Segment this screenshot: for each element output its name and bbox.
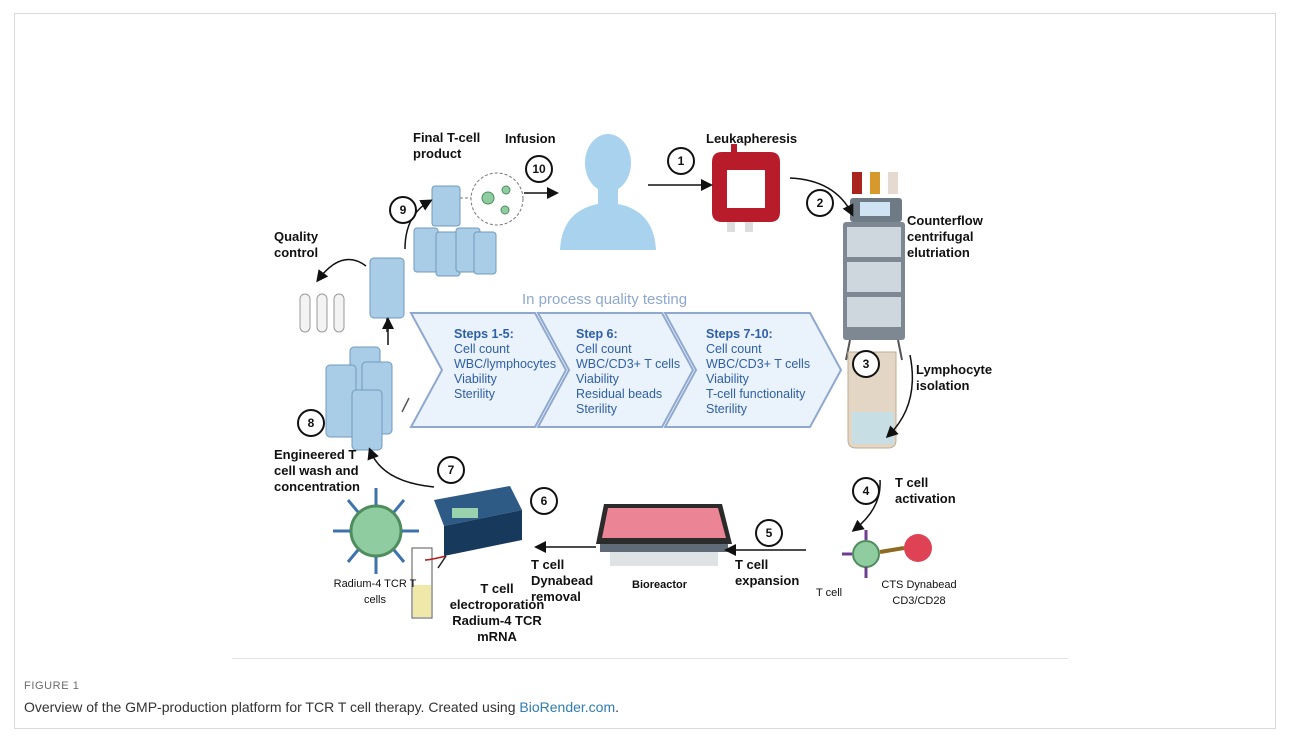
label-t-cell: T cell bbox=[816, 587, 843, 599]
qc-step-heading: Step 6: bbox=[576, 327, 618, 341]
step-number-8: 8 bbox=[297, 409, 325, 437]
step-number-4: 4 bbox=[852, 477, 880, 505]
qc-item: T-cell functionality bbox=[706, 387, 806, 401]
step-number-7: 7 bbox=[437, 456, 465, 484]
qc-step-6: Step 6: Cell count WBC/CD3+ T cells Viab… bbox=[576, 327, 680, 417]
step-number-5: 5 bbox=[755, 519, 783, 547]
figure-label: FIGURE 1 bbox=[24, 680, 80, 692]
label-lymphocyte-isolation: Lymphocyte isolation bbox=[916, 362, 993, 393]
electroporation-device bbox=[411, 486, 522, 619]
leukapheresis-bag bbox=[712, 144, 780, 232]
engineered-cell-bags bbox=[325, 346, 393, 451]
step-number-2: 2 bbox=[806, 189, 834, 217]
qc-step-heading: Steps 7-10: bbox=[706, 327, 773, 341]
qc-item: Sterility bbox=[454, 387, 495, 401]
label-t-cell-activation: T cell activation bbox=[895, 475, 956, 506]
label-bioreactor: Bioreactor bbox=[632, 579, 688, 591]
qc-item: Viability bbox=[576, 372, 619, 386]
qc-item: Cell count bbox=[706, 342, 762, 356]
label-radium-cells: Radium-4 TCR T cells bbox=[333, 578, 417, 606]
qc-step-heading: Steps 1-5: bbox=[454, 327, 514, 341]
qc-item: Cell count bbox=[576, 342, 632, 356]
qc-step-1-5: Steps 1-5: Cell count WBC/lymphocytes Vi… bbox=[454, 327, 556, 402]
quality-testing-banner bbox=[409, 312, 843, 428]
bioreactor-illustration bbox=[596, 504, 732, 566]
radium-4-tcr-t-cell-illustration bbox=[333, 488, 419, 574]
label-dynabead-removal: T cell Dynabead removal bbox=[531, 557, 594, 604]
step-number-9: 9 bbox=[389, 196, 417, 224]
qc-item: Viability bbox=[706, 372, 749, 386]
quality-control-bag bbox=[369, 257, 405, 332]
label-t-cell-expansion: T cell expansion bbox=[735, 557, 800, 588]
caption-end: . bbox=[615, 699, 620, 715]
biorender-link[interactable]: BioRender.com bbox=[519, 699, 616, 715]
qc-item: Residual beads bbox=[576, 387, 663, 401]
elutriation-machine bbox=[843, 172, 905, 361]
step-number-10: 10 bbox=[525, 155, 553, 183]
final-product-bags bbox=[413, 185, 497, 277]
label-engineered: Engineered T cell wash and concentration bbox=[274, 447, 360, 494]
figure-frame bbox=[14, 13, 1276, 729]
caption-divider bbox=[232, 658, 1068, 659]
label-cts-dynabead: CTS Dynabead CD3/CD28 bbox=[881, 579, 957, 607]
quality-control-tubes bbox=[299, 293, 345, 333]
label-counterflow: Counterflow centrifugal elutriation bbox=[907, 213, 983, 260]
step-number-6: 6 bbox=[530, 487, 558, 515]
patient-figure bbox=[560, 134, 656, 250]
qc-item: Sterility bbox=[706, 402, 747, 416]
caption-text: Overview of the GMP-production platform … bbox=[24, 699, 520, 715]
label-leukapheresis: Leukapheresis bbox=[706, 131, 798, 146]
qc-banner-title: In process quality testing bbox=[522, 291, 688, 308]
cell-zoom-circle bbox=[470, 172, 524, 226]
figure-caption: Overview of the GMP-production platform … bbox=[24, 699, 619, 715]
step-number-1: 1 bbox=[667, 147, 695, 175]
label-electroporation: T cell electroporation Radium-4 TCR mRNA bbox=[449, 581, 545, 644]
t-cell-activation-illustration bbox=[842, 530, 932, 578]
qc-item: Sterility bbox=[576, 402, 617, 416]
label-final-product: Final T-cell product bbox=[413, 130, 481, 161]
qc-item: WBC/CD3+ T cells bbox=[576, 357, 681, 371]
qc-step-7-10: Steps 7-10: Cell count WBC/CD3+ T cells … bbox=[706, 327, 810, 417]
qc-item: Cell count bbox=[454, 342, 510, 356]
label-infusion: Infusion bbox=[505, 131, 556, 146]
qc-item: WBC/CD3+ T cells bbox=[706, 357, 811, 371]
label-quality-control: Quality control bbox=[274, 229, 319, 260]
qc-item: WBC/lymphocytes bbox=[454, 357, 557, 371]
step-number-3: 3 bbox=[852, 350, 880, 378]
qc-item: Viability bbox=[454, 372, 497, 386]
